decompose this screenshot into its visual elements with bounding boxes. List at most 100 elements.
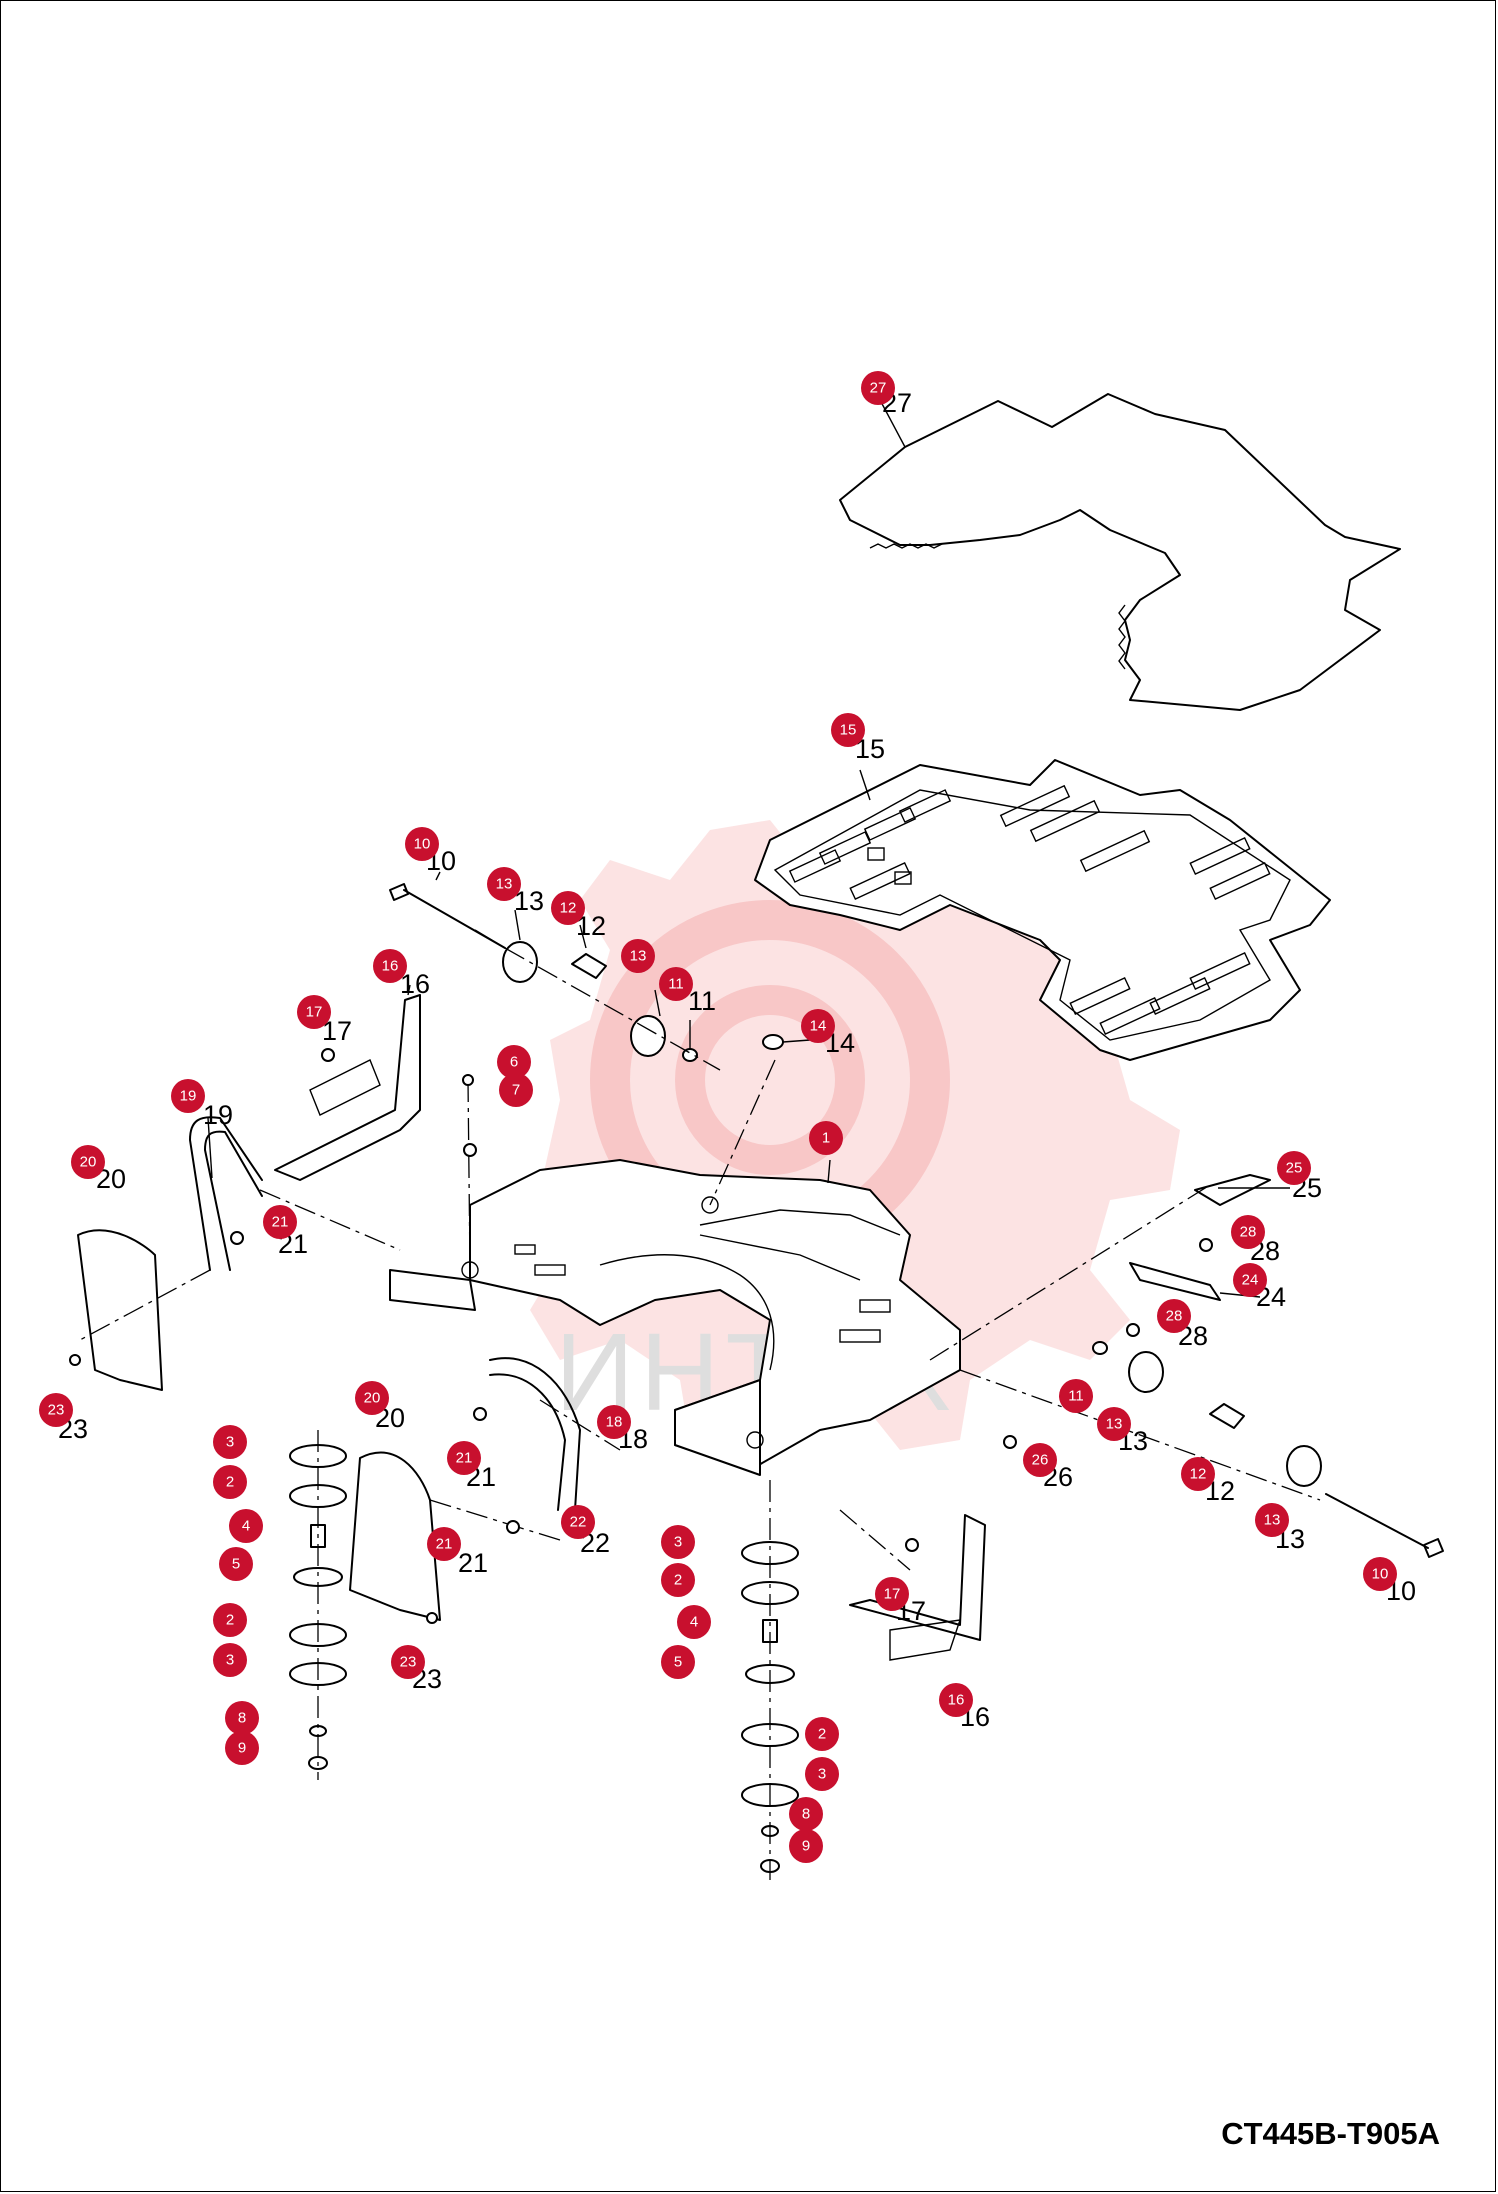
mud-guard-20-left — [77, 1229, 163, 1391]
svg-text:7: 7 — [512, 1082, 520, 1099]
callout: 1 — [809, 1121, 843, 1155]
svg-text:16: 16 — [382, 958, 399, 975]
svg-text:1: 1 — [822, 1130, 830, 1147]
callout: 21 — [263, 1205, 297, 1239]
floor-mat-27 — [839, 393, 1401, 711]
callout: 16 — [373, 949, 407, 983]
rubber-mat-15 — [754, 759, 1331, 1061]
bolt-10-upper — [389, 883, 506, 949]
callout: 17 — [297, 995, 331, 1029]
bolt-10-lower — [1325, 1493, 1444, 1558]
mud-guard-20-middle — [349, 1451, 441, 1621]
callout: 13 — [1255, 1503, 1289, 1537]
callout: 8 — [789, 1797, 823, 1831]
mount-stack-left — [289, 1444, 347, 1770]
callout: 3 — [213, 1643, 247, 1677]
svg-text:28: 28 — [1240, 1224, 1257, 1241]
callout: 20 — [355, 1381, 389, 1415]
svg-text:14: 14 — [810, 1018, 827, 1035]
callout: 3 — [213, 1425, 247, 1459]
svg-text:2: 2 — [674, 1572, 682, 1589]
svg-text:6: 6 — [510, 1054, 518, 1071]
svg-text:3: 3 — [226, 1652, 234, 1669]
svg-text:2: 2 — [818, 1726, 826, 1743]
svg-text:21: 21 — [456, 1450, 473, 1467]
svg-text:2: 2 — [226, 1612, 234, 1629]
svg-text:4: 4 — [242, 1518, 250, 1535]
callout: 8 — [225, 1701, 259, 1735]
callout: 10 — [405, 827, 439, 861]
callout: 23 — [391, 1645, 425, 1679]
svg-text:12: 12 — [560, 900, 577, 917]
callout: 7 — [499, 1073, 533, 1107]
callout: 12 — [551, 891, 585, 925]
callout: 19 — [171, 1079, 205, 1113]
mount-stack-right — [741, 1541, 799, 1873]
svg-text:23: 23 — [400, 1654, 417, 1671]
callout: 12 — [1181, 1457, 1215, 1491]
callout: 13 — [487, 867, 521, 901]
callout: 9 — [789, 1829, 823, 1863]
svg-text:20: 20 — [80, 1154, 97, 1171]
callout: 4 — [229, 1509, 263, 1543]
callout: 28 — [1231, 1215, 1265, 1249]
callout: 2 — [805, 1717, 839, 1751]
drawing-code-label: CT445B-T905A — [1221, 2116, 1440, 2151]
svg-text:8: 8 — [238, 1710, 246, 1727]
svg-text:13: 13 — [630, 948, 647, 965]
svg-text:13: 13 — [496, 876, 513, 893]
svg-text:26: 26 — [1032, 1452, 1049, 1469]
bracket-25 — [1194, 1174, 1271, 1206]
svg-text:5: 5 — [232, 1556, 240, 1573]
callout: 5 — [219, 1547, 253, 1581]
callout: 21 — [447, 1441, 481, 1475]
callout: 3 — [661, 1525, 695, 1559]
svg-text:27: 27 — [870, 380, 887, 397]
callout: 3 — [805, 1757, 839, 1791]
step-16-upper — [274, 994, 421, 1181]
bushing-13 — [502, 941, 1322, 1487]
svg-text:21: 21 — [436, 1536, 453, 1553]
callout: 13 — [621, 939, 655, 973]
svg-text:3: 3 — [226, 1434, 234, 1451]
callout: 4 — [677, 1605, 711, 1639]
svg-text:15: 15 — [840, 722, 857, 739]
callout: 2 — [213, 1603, 247, 1637]
svg-text:4: 4 — [690, 1614, 698, 1631]
svg-text:17: 17 — [884, 1586, 901, 1603]
svg-text:12: 12 — [1190, 1466, 1207, 1483]
callout: 13 — [1097, 1407, 1131, 1441]
floor-plate-1 — [389, 1159, 961, 1476]
callout: 14 — [801, 1009, 835, 1043]
svg-text:22: 22 — [570, 1514, 587, 1531]
svg-text:2: 2 — [226, 1474, 234, 1491]
bracket-24 — [1129, 1262, 1221, 1301]
handrail-19 — [189, 1116, 263, 1271]
bracket-12 — [571, 953, 1245, 1429]
plain-number: 16 — [400, 969, 430, 999]
callout: 2 — [213, 1465, 247, 1499]
svg-text:11: 11 — [1068, 1388, 1084, 1405]
callout: 10 — [1363, 1557, 1397, 1591]
svg-text:3: 3 — [818, 1766, 826, 1783]
svg-text:13: 13 — [1264, 1512, 1281, 1529]
svg-text:8: 8 — [802, 1806, 810, 1823]
fasteners — [69, 1048, 1213, 1624]
svg-text:13: 13 — [1106, 1416, 1123, 1433]
callout: 18 — [597, 1405, 631, 1439]
plain-number: 21 — [458, 1548, 488, 1578]
callout: 6 — [497, 1045, 531, 1079]
svg-text:10: 10 — [414, 836, 431, 853]
svg-text:24: 24 — [1242, 1272, 1259, 1289]
callout: 27 — [861, 371, 895, 405]
callout: 25 — [1277, 1151, 1311, 1185]
plain-number: 19 — [203, 1100, 233, 1130]
callout: 28 — [1157, 1299, 1191, 1333]
callout: 23 — [39, 1393, 73, 1427]
svg-text:9: 9 — [802, 1838, 810, 1855]
callout: 2 — [661, 1563, 695, 1597]
svg-text:21: 21 — [272, 1214, 289, 1231]
svg-text:16: 16 — [948, 1692, 965, 1709]
svg-text:9: 9 — [238, 1740, 246, 1757]
